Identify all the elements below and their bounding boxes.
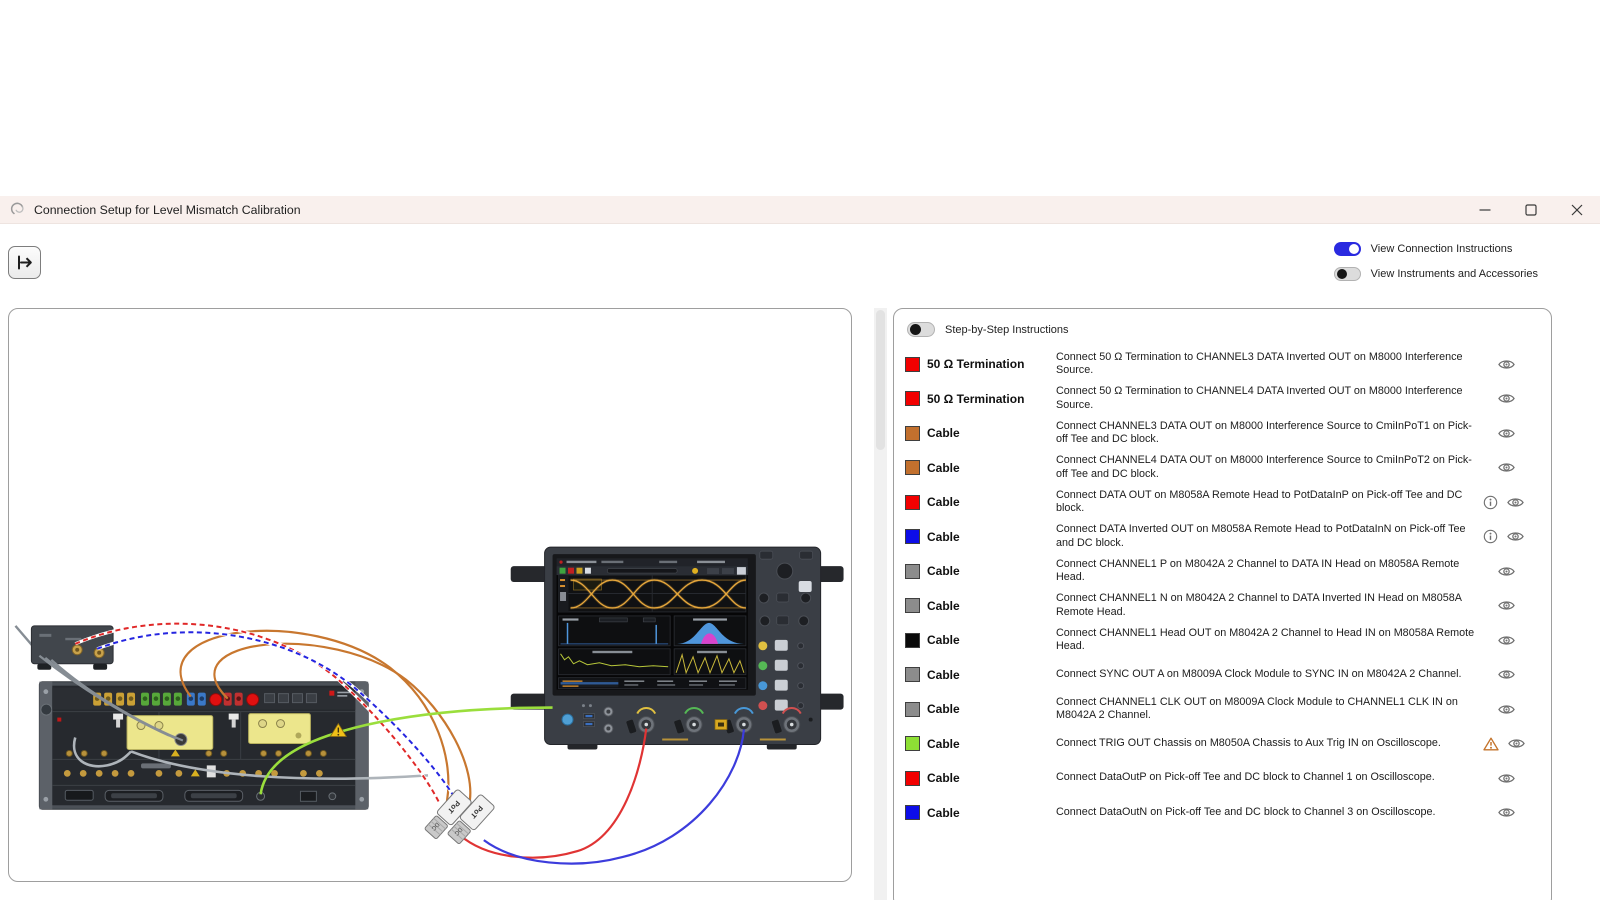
app-logo-icon	[10, 202, 24, 214]
cable-color-swatch	[905, 805, 920, 821]
oscilloscope	[510, 546, 844, 750]
svg-text:DC: DC	[429, 821, 440, 832]
eye-icon[interactable]	[1507, 530, 1524, 543]
scrollbar-thumb[interactable]	[876, 310, 885, 450]
cable-red-solid	[459, 728, 648, 859]
eye-icon[interactable]	[1498, 461, 1515, 474]
eye-icon[interactable]	[1498, 806, 1515, 819]
oscilloscope-screen	[556, 558, 748, 690]
termination-1	[209, 693, 223, 707]
eye-icon[interactable]	[1498, 634, 1515, 647]
eye-icon[interactable]	[1498, 668, 1515, 681]
m8050a-chassis	[38, 681, 369, 810]
info-icon[interactable]	[1483, 529, 1498, 544]
clock-module-connectors	[93, 690, 352, 707]
cable-green	[259, 706, 553, 795]
cable-color-swatch	[905, 356, 920, 372]
cable-color-swatch	[905, 425, 920, 441]
title-bar: Connection Setup for Level Mismatch Cali…	[0, 196, 1600, 224]
cable-color-swatch	[905, 494, 920, 510]
eye-icon[interactable]	[1498, 565, 1515, 578]
warning-icon	[1483, 737, 1499, 751]
eye-icon[interactable]	[1498, 772, 1515, 785]
svg-text:DC: DC	[452, 826, 463, 837]
oscilloscope-controls	[758, 550, 814, 711]
step-by-step-label: Step-by-Step Instructions	[945, 323, 1069, 336]
cable-color-swatch	[905, 563, 920, 579]
view-connection-instructions-toggle[interactable]	[1333, 241, 1361, 256]
window-title: Connection Setup for Level Mismatch Cali…	[34, 202, 301, 217]
chassis-bottom-ports	[64, 789, 337, 802]
cable-color-swatch	[905, 598, 920, 614]
eye-icon[interactable]	[1507, 496, 1524, 509]
eye-icon[interactable]	[1498, 358, 1515, 371]
diagram-panel: PoT DC PoT DC	[8, 308, 852, 882]
connection-diagram: PoT DC PoT DC	[14, 546, 844, 865]
cable-color-swatch	[905, 701, 920, 717]
cable-color-swatch	[905, 770, 920, 786]
maximize-button[interactable]	[1508, 196, 1554, 223]
view-toggles: View Connection Instructions View Instru…	[1333, 239, 1538, 283]
step-by-step-toggle[interactable]	[907, 322, 935, 337]
eye-icon[interactable]	[1498, 599, 1515, 612]
view-instruments-accessories-label: View Instruments and Accessories	[1370, 267, 1538, 280]
pop-out-button[interactable]	[8, 246, 41, 279]
eye-icon[interactable]	[1498, 427, 1515, 440]
cable-blue-dashed	[96, 630, 464, 812]
eye-icon[interactable]	[1498, 392, 1515, 405]
gray-head-cables	[38, 654, 429, 780]
close-button[interactable]	[1554, 196, 1600, 223]
cable-orange-1	[179, 629, 450, 802]
arrow-right-from-bar-icon	[18, 255, 32, 270]
view-connection-instructions-label: View Connection Instructions	[1370, 242, 1513, 255]
cable-color-swatch	[905, 391, 920, 407]
eye-icon[interactable]	[1508, 737, 1525, 750]
minimize-button[interactable]	[1462, 196, 1508, 223]
cable-color-swatch	[905, 460, 920, 476]
info-icon[interactable]	[1483, 495, 1498, 510]
pot-dc-block-1: PoT DC	[424, 789, 472, 839]
cable-color-swatch	[905, 667, 920, 683]
warning-triangle-icon	[329, 722, 348, 737]
cable-color-swatch	[905, 632, 920, 648]
cable-blue-solid	[483, 729, 745, 865]
cable-orange-2	[213, 642, 472, 807]
vertical-scrollbar[interactable]	[874, 308, 887, 900]
m8058a-remote-head	[14, 625, 114, 670]
eye-icon[interactable]	[1498, 703, 1515, 716]
instructions-panel: Step-by-Step Instructions 50 Ω Terminati…	[893, 308, 1552, 900]
pot-dc-block-2: PoT DC	[447, 794, 495, 844]
power-button	[561, 713, 574, 726]
cable-color-swatch	[905, 529, 920, 545]
cable-color-swatch	[905, 736, 920, 752]
termination-2	[246, 693, 260, 707]
view-instruments-accessories-toggle[interactable]	[1333, 266, 1361, 281]
